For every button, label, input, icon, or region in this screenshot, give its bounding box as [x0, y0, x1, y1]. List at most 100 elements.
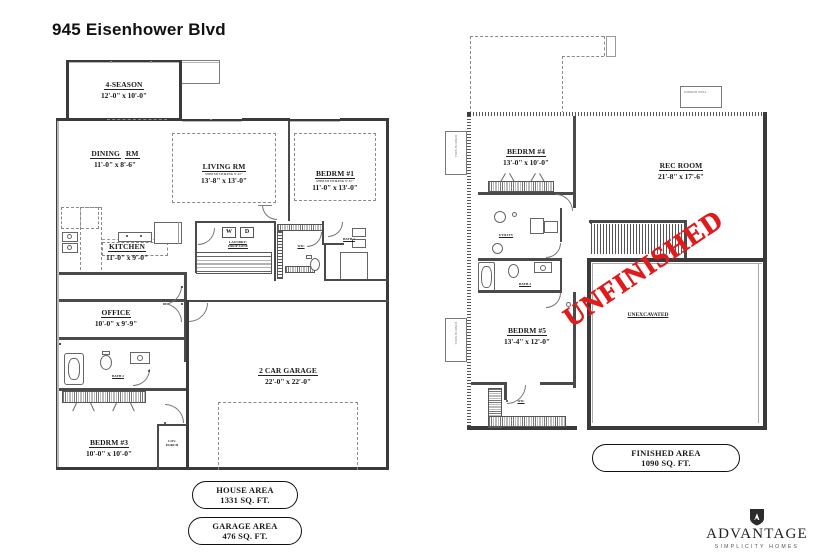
room-name: BEDRM #4 — [505, 147, 547, 158]
water-heater — [494, 211, 506, 223]
shower — [340, 252, 368, 280]
footprint-outline — [562, 56, 563, 114]
wic-text: WIC — [297, 244, 305, 248]
wall-segment — [324, 243, 344, 245]
floor-drain — [566, 302, 571, 307]
bedroom1-ceiling-outline — [294, 133, 376, 201]
appliance-burner — [67, 245, 72, 250]
room-dim: 11'-0" x 9'-0" — [106, 252, 148, 262]
room-dim: 10'-0" x 10'-0" — [86, 448, 132, 458]
house-area-label: HOUSE AREA — [216, 485, 274, 495]
door-swing — [328, 222, 343, 237]
basement-stairs — [591, 224, 685, 254]
room-dim: 22'-0" x 22'-0" — [265, 376, 311, 386]
sump-pump — [492, 243, 503, 254]
wall-garage-left — [186, 300, 189, 470]
wall-segment — [540, 382, 576, 385]
furnace — [530, 218, 544, 234]
wall-segment — [66, 60, 69, 118]
wall-basement-bottom — [467, 426, 577, 430]
wall-opening — [107, 119, 167, 120]
laundry-label: LAUNDRY/ DROP ZONE — [206, 240, 270, 249]
room-label-living: LIVING RM STEP UP CEILING 9'-11" 13'-8" … — [176, 156, 272, 185]
wall-basement-right — [763, 112, 767, 262]
toilet-tank-2 — [102, 351, 110, 355]
room-dim: 11'-0" x 8'-6" — [94, 159, 136, 169]
cov-porch-label: COV. PORCH — [158, 439, 186, 448]
room-label-bedrm5: BEDRM #5 13'-4" x 12'-0" — [482, 320, 572, 346]
door-hinge — [506, 400, 509, 403]
wall-segment — [182, 83, 220, 84]
sink-basin-3 — [540, 265, 546, 271]
room-label-4season: 4-SEASON 12'-0" x 10'-0" — [68, 74, 180, 100]
room-label-bedrm1: BEDRM #1 STEP UP CEILING 9'-11" 11'-0" x… — [296, 163, 374, 192]
wall-segment — [59, 388, 149, 391]
wall-basement-top — [467, 112, 767, 116]
company-logo: ADVANTAGE SIMPLICITY HOMES — [697, 508, 817, 550]
washer: W — [222, 227, 236, 238]
wall-segment — [573, 292, 576, 388]
bath1-label: BATH 1 — [332, 237, 366, 242]
wall-segment — [274, 221, 276, 281]
wall-inner-line — [57, 118, 59, 470]
wall-segment — [560, 258, 562, 292]
wall-segment — [59, 337, 187, 340]
room-label-recroom: REC ROOM 21'-8" x 17'-6" — [625, 155, 737, 181]
room-label-bedrm3: BEDRM #3 10'-0" x 10'-0" — [62, 432, 156, 458]
fridge-divider — [178, 222, 179, 244]
room-label-dining: DINING RM 11'-0" x 8'-6" — [63, 143, 167, 169]
closet-door-line — [112, 402, 117, 412]
wall-segment — [59, 343, 61, 345]
room-name: REC ROOM — [658, 161, 704, 172]
wall-inner-line — [592, 263, 593, 423]
vanity-sink-2 — [352, 239, 366, 248]
bathtub-basin — [68, 358, 80, 380]
toilet-tank — [306, 255, 312, 259]
closet-door-line — [72, 402, 77, 412]
wall-segment — [184, 272, 187, 302]
sink-basin — [67, 234, 72, 239]
garage-area-value: 476 SQ. FT. — [222, 531, 268, 541]
door-hinge — [164, 422, 167, 425]
wall-segment — [184, 302, 187, 362]
door-swing — [163, 303, 182, 322]
burner — [140, 235, 143, 238]
utility-label: UTILITY — [488, 233, 524, 238]
window-line — [290, 121, 340, 122]
bath2-label: BATH 2 — [100, 374, 136, 379]
door-hinge — [181, 303, 184, 306]
wall-segment — [478, 258, 562, 261]
wall-segment — [326, 279, 388, 281]
bedroom5-closet-2 — [488, 416, 566, 427]
laundry-label-line1: LAUNDRY/ — [229, 240, 247, 244]
bedroom3-closet — [62, 391, 146, 403]
refrigerator — [154, 222, 182, 244]
house-area-value: 1331 SQ. FT. — [220, 495, 270, 505]
toilet — [310, 258, 320, 271]
door-hinge — [148, 370, 151, 373]
living-room-ceiling-outline — [172, 133, 276, 203]
unexcavated-text: UNEXCAVATED — [627, 312, 669, 318]
window-well-top — [680, 86, 722, 108]
wall-segment — [288, 121, 290, 221]
laundry-label-line2: DROP ZONE — [228, 243, 248, 248]
footprint-outline — [470, 36, 471, 114]
shield-icon — [750, 509, 764, 526]
wall-segment — [560, 208, 562, 242]
window-well-left-2 — [445, 318, 467, 362]
wall-segment — [59, 272, 187, 275]
window-line — [182, 121, 242, 122]
footprint-outline — [615, 36, 616, 56]
toilet-3 — [508, 264, 519, 278]
wall-inner-line — [592, 263, 762, 264]
wall-segment — [66, 60, 182, 63]
room-label-garage: 2 CAR GARAGE 22'-0" x 22'-0" — [190, 360, 386, 386]
door-swing — [163, 286, 182, 305]
room-name: 4-SEASON — [104, 80, 144, 91]
door-swing — [546, 243, 561, 258]
wall-inner-line — [758, 263, 759, 423]
bedroom4-closet — [488, 181, 554, 192]
footprint-outline — [606, 36, 616, 37]
window-well-label: WINDOW WELL — [454, 322, 457, 345]
